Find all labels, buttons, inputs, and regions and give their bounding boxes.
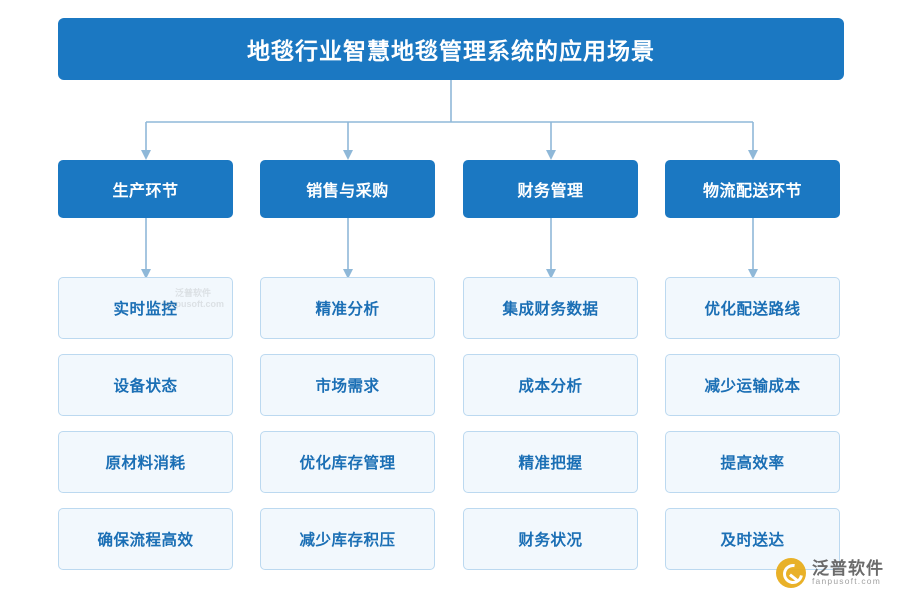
leaf-box-1-3[interactable]: 原材料消耗 [58,431,233,493]
logo-text: 泛普软件 fanpusoft.com [812,558,884,587]
leaf-box-2-3[interactable]: 优化库存管理 [260,431,435,493]
category-box-1[interactable]: 生产环节 [58,160,233,218]
brand-logo: 泛普软件 fanpusoft.com [776,558,884,588]
fanpu-logo-icon [776,558,806,588]
leaf-box-3-2[interactable]: 成本分析 [463,354,638,416]
leaf-box-2-1[interactable]: 精准分析 [260,277,435,339]
category-box-4[interactable]: 物流配送环节 [665,160,840,218]
diagram-title: 地毯行业智慧地毯管理系统的应用场景 [58,18,844,80]
leaf-box-4-1[interactable]: 优化配送路线 [665,277,840,339]
leaf-box-3-1[interactable]: 集成财务数据 [463,277,638,339]
leaf-box-2-2[interactable]: 市场需求 [260,354,435,416]
leaf-box-4-3[interactable]: 提高效率 [665,431,840,493]
leaf-box-1-1[interactable]: 实时监控 [58,277,233,339]
category-box-2[interactable]: 销售与采购 [260,160,435,218]
leaf-box-3-3[interactable]: 精准把握 [463,431,638,493]
logo-name-cn: 泛普软件 [812,558,884,578]
leaf-box-2-4[interactable]: 减少库存积压 [260,508,435,570]
leaf-box-3-4[interactable]: 财务状况 [463,508,638,570]
leaf-box-1-4[interactable]: 确保流程高效 [58,508,233,570]
category-box-3[interactable]: 财务管理 [463,160,638,218]
leaf-box-1-2[interactable]: 设备状态 [58,354,233,416]
leaf-box-4-2[interactable]: 减少运输成本 [665,354,840,416]
logo-name-en: fanpusoft.com [812,576,881,587]
leaf-box-4-4[interactable]: 及时送达 [665,508,840,570]
